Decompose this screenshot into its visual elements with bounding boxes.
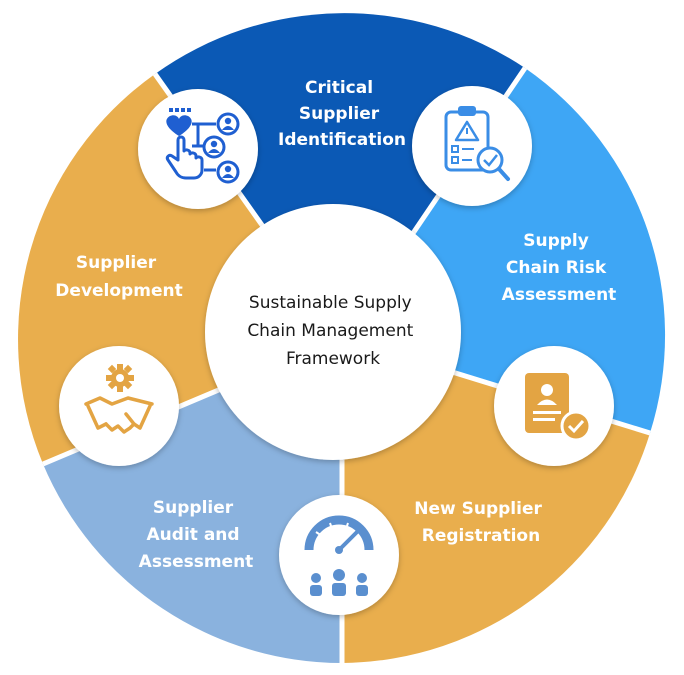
segment-audit-label: Supplier Audit and Assessment	[139, 498, 254, 572]
supplier-network-icon	[138, 89, 258, 209]
segment-development-label: Supplier Development	[55, 253, 182, 301]
center-title-line-2: Chain Management	[247, 321, 413, 341]
segment-registration-label: New Supplier Registration	[414, 499, 548, 546]
risk-clipboard-icon	[412, 86, 532, 206]
center-title-line-3: Framework	[286, 349, 380, 369]
center-title: Sustainable Supply Chain Management Fram…	[247, 293, 418, 369]
profile-approved-icon	[494, 346, 614, 466]
segment-critical	[155, 13, 525, 338]
center-title-line-1: Sustainable Supply	[249, 293, 412, 313]
segment-critical-wedge	[155, 13, 525, 338]
performance-gauge-team-icon	[279, 495, 399, 615]
handshake-gear-icon	[59, 346, 179, 466]
segment-risk-label: Supply Chain Risk Assessment	[502, 231, 617, 305]
center-circle	[205, 204, 461, 460]
segment-critical-label: Critical Supplier Identification	[278, 78, 406, 150]
